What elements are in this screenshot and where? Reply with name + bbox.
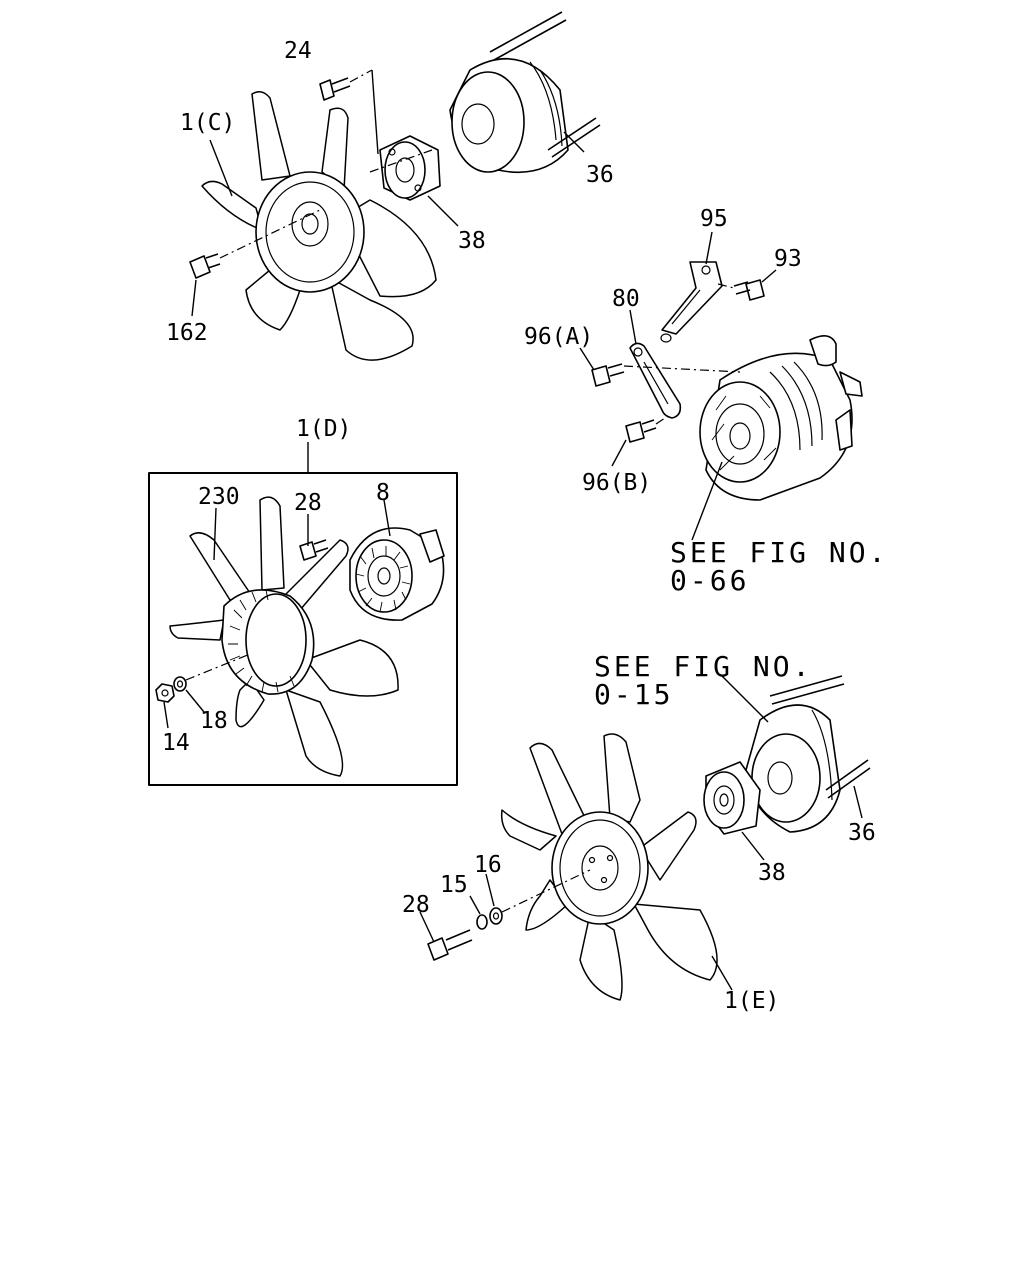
label-96a: 96(A)	[524, 324, 593, 350]
label-8: 8	[376, 480, 390, 506]
fan-assembly-1e	[419, 675, 871, 1001]
label-38-bottom: 38	[758, 860, 786, 886]
label-16: 16	[474, 852, 502, 878]
label-80: 80	[612, 286, 640, 312]
part-labels: 24 1(C) 36 38 162 95 93 80 96(A) 96(B) 1…	[162, 38, 876, 1014]
compressor-body	[699, 335, 863, 501]
fan-1e	[500, 733, 718, 1001]
washer-15	[476, 914, 488, 930]
label-1d: 1(D)	[296, 416, 351, 442]
label-1c: 1(C)	[180, 110, 235, 136]
bolt-93	[733, 279, 765, 301]
label-95: 95	[700, 206, 728, 232]
fan-1d	[169, 496, 399, 777]
inset-1d	[148, 442, 458, 786]
spacer-38-bottom	[703, 761, 761, 835]
bolt-162	[189, 253, 221, 279]
label-36-top: 36	[586, 162, 614, 188]
label-38-top: 38	[458, 228, 486, 254]
pulley-36-bottom	[745, 675, 871, 833]
bracket-95	[661, 261, 723, 335]
fan-clutch-8	[349, 527, 445, 621]
figure-references: SEE FIG NO. 0-66 SEE FIG NO. 0-15	[594, 536, 888, 711]
label-14: 14	[162, 730, 190, 756]
fan-assembly-1c	[189, 11, 601, 361]
pulley-36-top	[449, 11, 601, 174]
bolt-96a	[591, 363, 625, 387]
bolt-96b	[625, 419, 657, 443]
label-93: 93	[774, 246, 802, 272]
label-28-bottom: 28	[402, 892, 430, 918]
label-1e: 1(E)	[724, 988, 779, 1014]
see-fig-015-line1: SEE FIG NO.	[594, 650, 812, 683]
compressor-bracket-group	[579, 231, 863, 541]
label-18: 18	[200, 708, 228, 734]
see-fig-066-line2: 0-66	[670, 564, 749, 597]
plate-80	[629, 333, 682, 419]
label-162: 162	[166, 320, 208, 346]
label-24: 24	[284, 38, 312, 64]
bolt-24	[319, 77, 351, 101]
label-96b: 96(B)	[582, 470, 651, 496]
bolt-28-bottom	[427, 929, 473, 961]
see-fig-015-line2: 0-15	[594, 678, 673, 711]
fan-1c	[201, 91, 437, 361]
label-15: 15	[440, 872, 468, 898]
see-fig-066-line1: SEE FIG NO.	[670, 536, 888, 569]
washer-16	[489, 907, 503, 925]
label-28-inset: 28	[294, 490, 322, 516]
spacer-38-top	[379, 135, 441, 201]
label-36-bottom: 36	[848, 820, 876, 846]
nut-14	[155, 683, 175, 703]
washer-18	[173, 676, 187, 692]
label-230: 230	[198, 484, 240, 510]
